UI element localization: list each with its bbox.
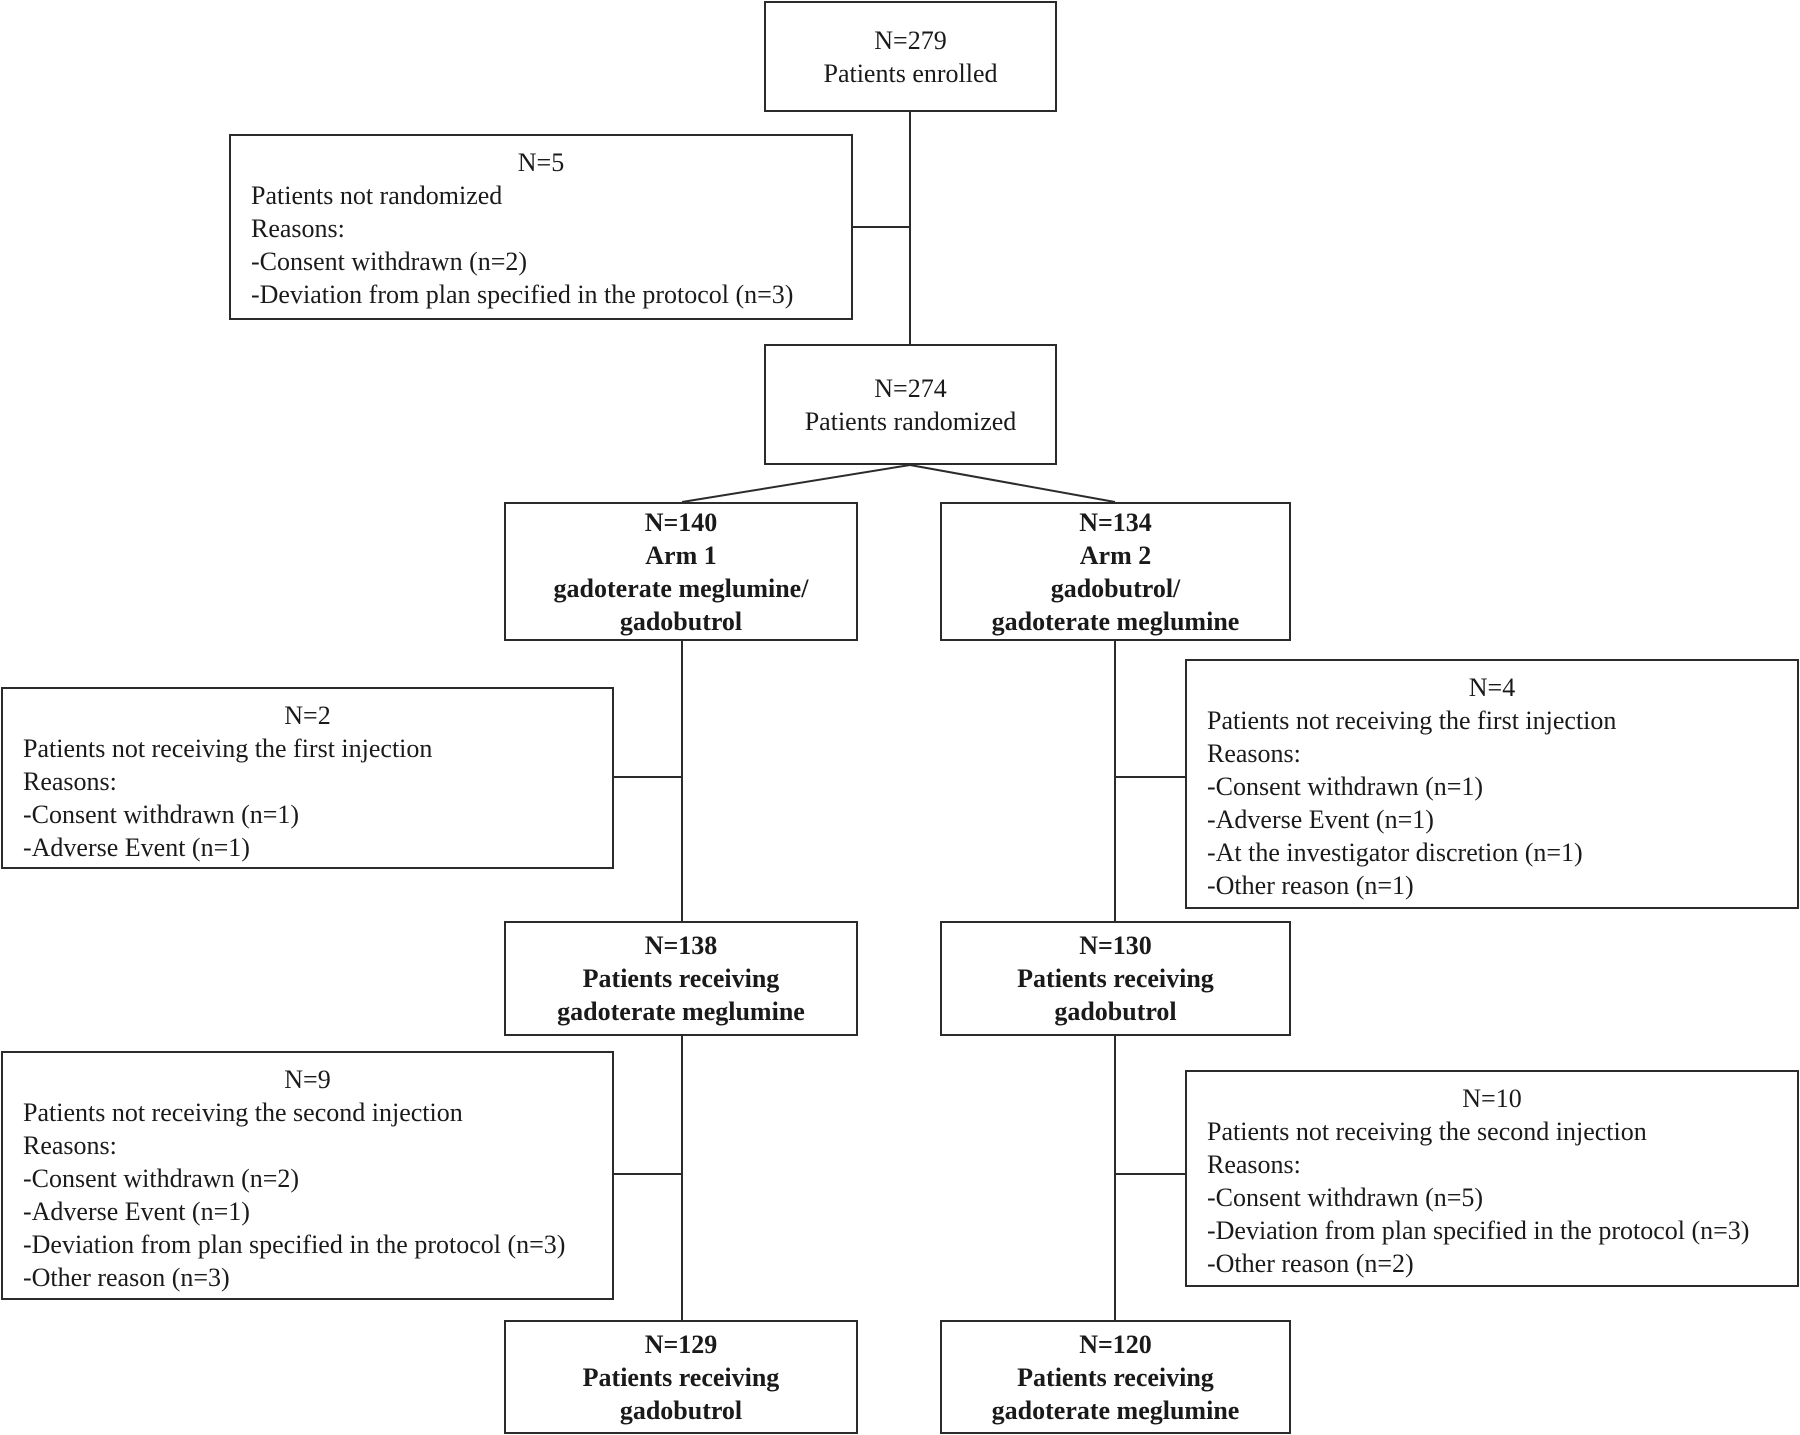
not-randomized-line: Patients not randomized bbox=[251, 181, 503, 210]
not-randomized-count: N=5 bbox=[517, 148, 565, 177]
arm1-second-injection-count: N=129 bbox=[644, 1329, 718, 1359]
arm1-first-injection-box: N=138 Patients receiving gadoterate megl… bbox=[504, 921, 858, 1036]
randomized-count: N=274 bbox=[874, 373, 947, 403]
arm1-second-exclusion-count: N=9 bbox=[284, 1065, 331, 1094]
arm2-first-exclusion-line: -At the investigator discretion (n=1) bbox=[1207, 838, 1583, 867]
arm1-second-exclusion-box: N=9 Patients not receiving the second in… bbox=[1, 1051, 614, 1300]
arm2-first-exclusion-line: Patients not receiving the first injecti… bbox=[1207, 706, 1617, 735]
connector-randomized-arm2 bbox=[909, 464, 1116, 503]
arm2-first-exclusion-line: Reasons: bbox=[1207, 739, 1301, 768]
arm1-box: N=140 Arm 1 gadoterate meglumine/ gadobu… bbox=[504, 502, 858, 641]
randomized-box: N=274 Patients randomized bbox=[764, 344, 1057, 465]
arm1-first-exclusion-line: -Adverse Event (n=1) bbox=[23, 833, 250, 862]
arm2-first-exclusion-count: N=4 bbox=[1468, 673, 1516, 702]
arm2-first-injection-line: Patients receiving bbox=[1017, 964, 1214, 993]
arm2-second-injection-box: N=120 Patients receiving gadoterate megl… bbox=[940, 1320, 1291, 1434]
arm1-first-exclusion-box: N=2 Patients not receiving the first inj… bbox=[1, 687, 614, 869]
arm1-second-exclusion-line: -Adverse Event (n=1) bbox=[23, 1197, 250, 1226]
not-randomized-line: -Consent withdrawn (n=2) bbox=[251, 247, 528, 276]
arm1-second-injection-line: Patients receiving bbox=[582, 1362, 780, 1392]
arm1-first-exclusion-line: Reasons: bbox=[23, 767, 117, 796]
arm2-line: gadoterate meglumine bbox=[991, 606, 1240, 636]
randomized-label: Patients randomized bbox=[804, 406, 1017, 436]
arm1-second-injection-line: gadobutrol bbox=[619, 1395, 743, 1425]
arm1-second-exclusion-line: -Other reason (n=3) bbox=[23, 1263, 230, 1292]
arm2-first-injection-box: N=130 Patients receiving gadobutrol bbox=[940, 921, 1291, 1036]
arm1-first-exclusion-count: N=2 bbox=[284, 701, 331, 730]
arm1-line: gadoterate meglumine/ bbox=[553, 573, 809, 603]
arm2-count: N=134 bbox=[1079, 507, 1152, 537]
arm2-line: gadobutrol/ bbox=[1050, 573, 1181, 603]
not-randomized-line: -Deviation from plan specified in the pr… bbox=[251, 280, 794, 309]
arm1-second-exclusion-line: Patients not receiving the second inject… bbox=[23, 1098, 463, 1127]
enrolled-box: N=279 Patients enrolled bbox=[764, 1, 1057, 112]
arm2-second-exclusion-line: -Deviation from plan specified in the pr… bbox=[1207, 1216, 1750, 1245]
arm2-second-injection-line: Patients receiving bbox=[1017, 1362, 1214, 1392]
arm2-first-exclusion-line: -Consent withdrawn (n=1) bbox=[1207, 772, 1484, 801]
arm2-second-exclusion-line: -Other reason (n=2) bbox=[1207, 1249, 1414, 1278]
arm2-second-injection-line: gadoterate meglumine bbox=[991, 1395, 1240, 1425]
not-randomized-box: N=5 Patients not randomized Reasons: -Co… bbox=[229, 134, 853, 320]
arm2-second-exclusion-line: Reasons: bbox=[1207, 1150, 1301, 1179]
arm1-first-exclusion-line: Patients not receiving the first injecti… bbox=[23, 734, 433, 763]
arm1-first-injection-line: gadoterate meglumine bbox=[557, 997, 805, 1026]
arm2-first-exclusion-line: -Adverse Event (n=1) bbox=[1207, 805, 1434, 834]
connector-randomized-arm1 bbox=[681, 464, 911, 503]
enrolled-count: N=279 bbox=[874, 25, 947, 55]
arm2-second-injection-count: N=120 bbox=[1079, 1329, 1152, 1359]
arm2-first-injection-line: gadobutrol bbox=[1054, 997, 1177, 1026]
arm2-second-exclusion-line: Patients not receiving the second inject… bbox=[1207, 1117, 1647, 1146]
arm2-first-exclusion-box: N=4 Patients not receiving the first inj… bbox=[1185, 659, 1799, 909]
arm2-first-exclusion-line: -Other reason (n=1) bbox=[1207, 871, 1414, 900]
arm2-line: Arm 2 bbox=[1079, 540, 1152, 570]
arm2-first-injection-count: N=130 bbox=[1079, 931, 1152, 960]
arm1-first-injection-count: N=138 bbox=[644, 931, 718, 960]
arm1-count: N=140 bbox=[644, 507, 718, 537]
arm2-second-exclusion-line: -Consent withdrawn (n=5) bbox=[1207, 1183, 1484, 1212]
arm1-second-injection-box: N=129 Patients receiving gadobutrol bbox=[504, 1320, 858, 1434]
arm1-line: Arm 1 bbox=[645, 540, 717, 570]
arm2-box: N=134 Arm 2 gadobutrol/ gadoterate meglu… bbox=[940, 502, 1291, 641]
arm2-second-exclusion-box: N=10 Patients not receiving the second i… bbox=[1185, 1070, 1799, 1287]
arm1-first-exclusion-line: -Consent withdrawn (n=1) bbox=[23, 800, 300, 829]
arm1-second-exclusion-line: -Consent withdrawn (n=2) bbox=[23, 1164, 300, 1193]
arm1-second-exclusion-line: -Deviation from plan specified in the pr… bbox=[23, 1230, 566, 1259]
arm2-second-exclusion-count: N=10 bbox=[1462, 1084, 1522, 1113]
arm1-line: gadobutrol bbox=[619, 606, 743, 636]
not-randomized-line: Reasons: bbox=[251, 214, 345, 243]
arm1-second-exclusion-line: Reasons: bbox=[23, 1131, 117, 1160]
enrolled-label: Patients enrolled bbox=[823, 58, 998, 88]
arm1-first-injection-line: Patients receiving bbox=[582, 964, 780, 993]
